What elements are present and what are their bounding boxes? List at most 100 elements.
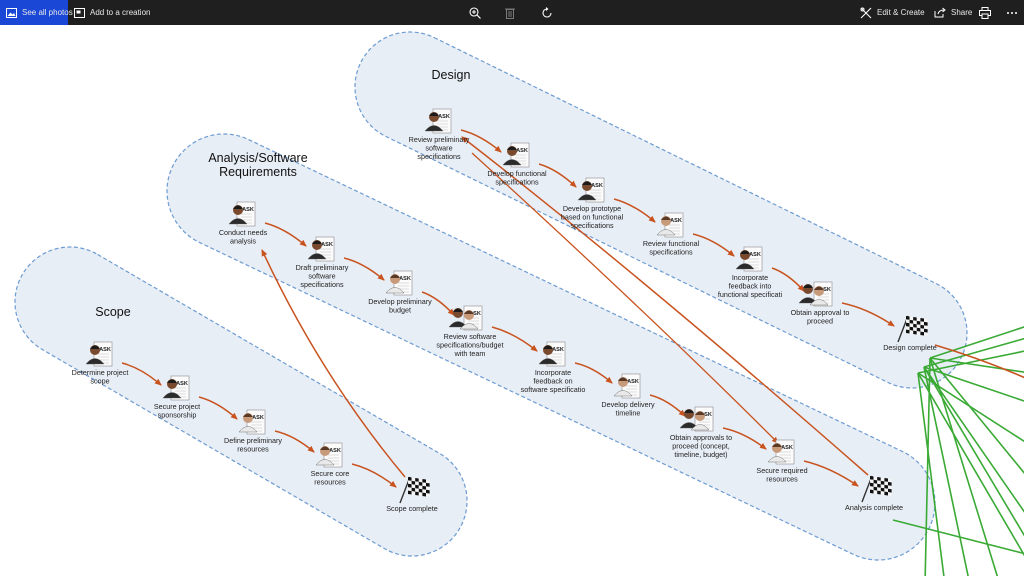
- person-icon: [459, 310, 479, 330]
- task-icon: ASK: [679, 406, 714, 432]
- scope-lane-title: Scope: [95, 305, 130, 319]
- task-icon: ASK: [767, 439, 795, 465]
- task-icon: ASK: [656, 212, 684, 238]
- task-label-line: specifications: [417, 152, 461, 161]
- task-label-line: Review functional: [643, 239, 700, 248]
- lane-title-line: Analysis/Software: [208, 151, 307, 165]
- person-icon: [767, 443, 787, 463]
- task-label-line: analysis: [230, 237, 256, 246]
- person-icon: [502, 146, 522, 166]
- dependency-link: [917, 350, 1024, 374]
- person-icon: [690, 411, 710, 431]
- task-badge-label: ASK: [670, 218, 682, 224]
- flow-arrow: [692, 233, 735, 257]
- person-icon: [448, 308, 468, 328]
- task-icon: ASK: [448, 305, 483, 331]
- task-badge-label: ASK: [591, 183, 603, 189]
- flow-arrow: [722, 427, 767, 450]
- share-label: Share: [951, 8, 973, 17]
- task-label-line: resources: [237, 445, 269, 454]
- dependency-link: [929, 357, 999, 576]
- lane-title-line: Design: [432, 68, 471, 82]
- task-icon: ASK: [228, 201, 256, 227]
- task-label-line: Secure required: [756, 466, 807, 475]
- task-label-line: Secure project: [154, 402, 200, 411]
- task-label-line: proceed: [807, 317, 833, 326]
- person-icon: [735, 250, 755, 270]
- more-icon: [1006, 11, 1018, 15]
- task-label-line: resources: [314, 478, 346, 487]
- task-label-line: Incorporate: [535, 368, 571, 377]
- see-all-photos-button[interactable]: See all photos: [0, 0, 73, 25]
- person-icon: [228, 205, 248, 225]
- person-icon: [577, 181, 597, 201]
- person-icon: [238, 413, 258, 433]
- edit-create-label: Edit & Create: [877, 8, 925, 17]
- zoom-icon: [469, 6, 481, 19]
- task-label-line: sponsorship: [158, 411, 197, 420]
- person-icon: [809, 286, 829, 306]
- person-icon: [538, 345, 558, 365]
- task-icon: ASK: [424, 108, 452, 134]
- task-label-line: Design complete: [883, 343, 937, 352]
- flow-arrow: [574, 362, 613, 384]
- task-label-line: feedback into: [729, 282, 772, 291]
- task-label-line: timeline: [616, 409, 641, 418]
- task-icon: ASK: [307, 236, 335, 262]
- task-badge-label: ASK: [321, 242, 333, 248]
- task-icon: ASK: [798, 281, 833, 307]
- photos-toolbar: See all photos Add to a creation Edit & …: [0, 0, 1024, 25]
- share-button[interactable]: Share: [934, 0, 972, 25]
- flow-arrow: [803, 460, 859, 487]
- see-all-photos-label: See all photos: [22, 8, 73, 17]
- edit-create-icon: [860, 7, 872, 19]
- print-icon: [979, 6, 991, 19]
- dependency-link: [923, 366, 1024, 513]
- flow-arrow: [771, 267, 805, 292]
- task-badge-label: ASK: [469, 311, 481, 317]
- scope-lane: [14, 246, 468, 557]
- checkered-flag-icon: [399, 476, 430, 504]
- task-badge-label: ASK: [819, 287, 831, 293]
- task-icon: ASK: [538, 341, 566, 367]
- photos-icon: [6, 7, 17, 18]
- print-button[interactable]: [979, 0, 991, 25]
- task-label-line: specifications: [649, 248, 693, 257]
- flow-arrow: [421, 291, 455, 316]
- task-icon: ASK: [315, 442, 343, 468]
- add-to-creation-button[interactable]: Add to a creation: [74, 0, 150, 25]
- person-icon: [315, 446, 335, 466]
- dependency-link: [929, 326, 1024, 359]
- dependency-link: [929, 357, 1024, 474]
- edit-create-button[interactable]: Edit & Create: [860, 0, 925, 25]
- flow-arrow: [261, 249, 406, 478]
- task-label-line: Draft preliminary: [296, 263, 349, 272]
- checkered-flag-icon: [861, 475, 892, 503]
- task-label-line: Review software: [444, 332, 497, 341]
- task-label-line: specifications: [495, 178, 539, 187]
- zoom-button[interactable]: [469, 0, 481, 25]
- task-label-line: Develop prototype: [563, 204, 621, 213]
- flow-arrow: [538, 163, 577, 188]
- delete-button[interactable]: [505, 0, 515, 25]
- task-label-line: specifications: [570, 221, 614, 230]
- person-icon: [307, 240, 327, 260]
- task-label-line: Secure core: [311, 469, 350, 478]
- flow-arrow: [613, 198, 656, 223]
- flow-arrow: [121, 362, 162, 386]
- design-task-label: Design complete: [883, 343, 937, 352]
- rotate-button[interactable]: [541, 0, 553, 25]
- lane-title-line: Scope: [95, 305, 130, 319]
- more-options-button[interactable]: [1006, 0, 1018, 25]
